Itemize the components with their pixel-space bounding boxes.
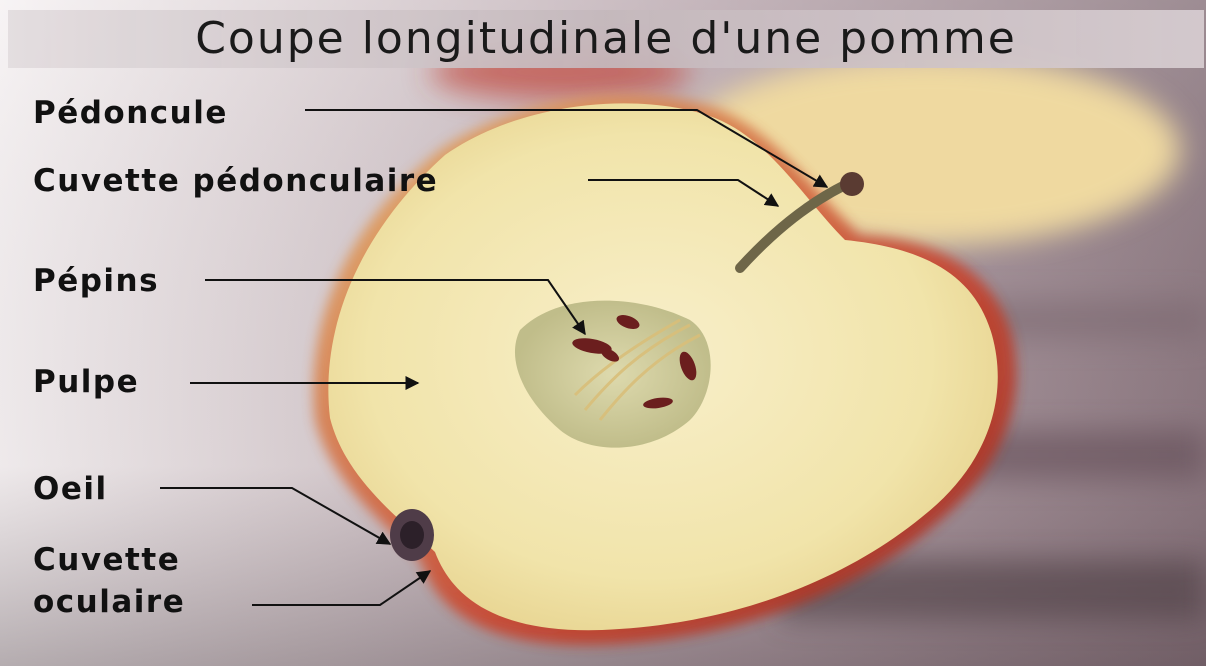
label-pulpe: Pulpe [33, 364, 139, 400]
label-cuvette-oculaire-line1: Cuvette [33, 542, 180, 578]
label-cuvette-oculaire-line2: oculaire [33, 584, 185, 620]
leader-line-cuvette-oculaire [252, 571, 430, 605]
label-pedoncule: Pédoncule [33, 95, 228, 131]
leader-line-oeil [160, 488, 390, 544]
leader-line-cuvette-pedonculaire [588, 180, 778, 206]
label-cuvette-pedonculaire: Cuvette pédonculaire [33, 163, 438, 199]
label-oeil: Oeil [33, 471, 108, 507]
label-pepins: Pépins [33, 263, 159, 299]
leader-line-pepins [205, 280, 585, 334]
